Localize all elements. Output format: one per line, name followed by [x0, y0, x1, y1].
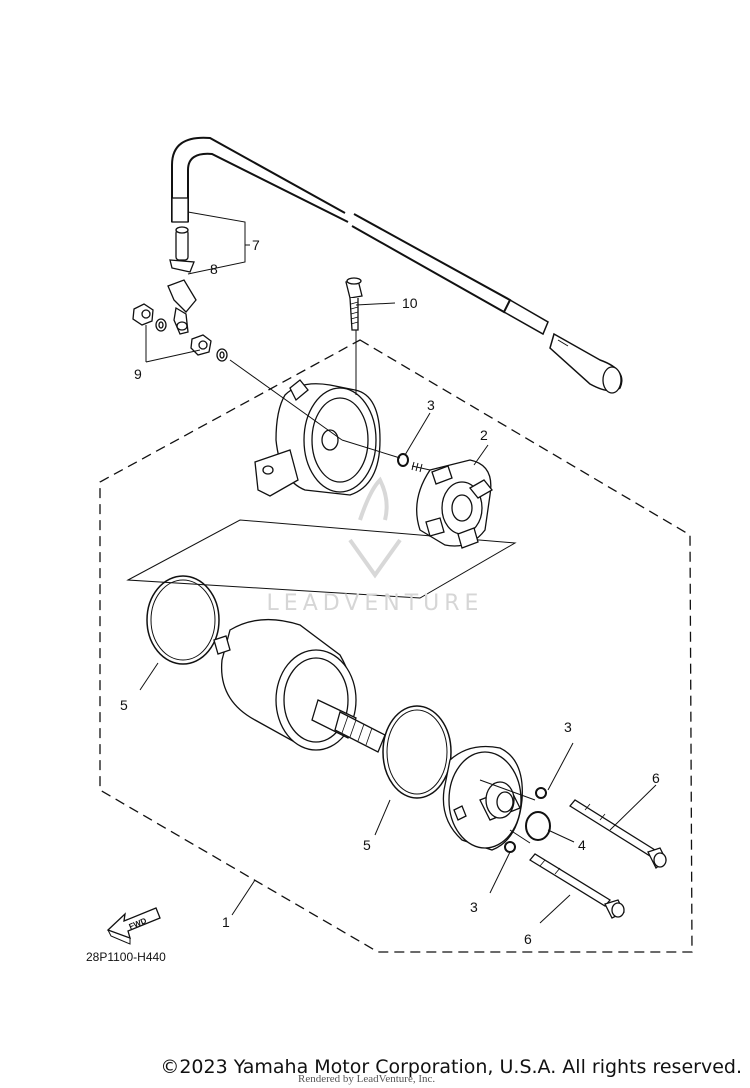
- o-ring-medium: [525, 811, 551, 841]
- nut-washer-set: [132, 303, 228, 362]
- starter-cable: [171, 136, 623, 394]
- brush-holder: [411, 459, 493, 549]
- o-ring-small-lower: [504, 841, 516, 853]
- callout-8: 8: [210, 261, 218, 277]
- leader-lines: [139, 211, 657, 924]
- callout-7: 7: [252, 237, 260, 253]
- o-ring-large-2: [382, 705, 452, 799]
- copyright-notice: ©2023 Yamaha Motor Corporation, U.S.A. A…: [160, 1056, 742, 1078]
- motor-yoke: [213, 618, 386, 753]
- callout-5-upper: 5: [120, 697, 128, 713]
- long-bolt-upper: [569, 799, 667, 870]
- fwd-arrow-icon: [106, 907, 161, 945]
- callout-2: 2: [480, 427, 488, 443]
- callout-9: 9: [134, 366, 142, 382]
- callout-3-lower: 3: [470, 899, 478, 915]
- front-bracket: [442, 745, 523, 851]
- o-ring-upper: [397, 453, 409, 467]
- callout-1: 1: [222, 914, 230, 930]
- callout-6-upper: 6: [652, 770, 660, 786]
- rear-cover: [254, 379, 381, 497]
- watermark-text: LEADVENTURE: [267, 591, 484, 616]
- callout-3-upper: 3: [427, 397, 435, 413]
- callout-5-lower: 5: [363, 837, 371, 853]
- bolt-10: [345, 277, 363, 331]
- o-ring-small-right: [535, 787, 547, 799]
- assembly-boundary: [99, 339, 693, 953]
- callout-6-lower: 6: [524, 931, 532, 947]
- callout-4: 4: [578, 837, 586, 853]
- rendered-by-notice: Rendered by LeadVenture, Inc.: [298, 1073, 436, 1085]
- o-ring-large-1: [146, 575, 220, 665]
- leadventure-watermark: [348, 476, 402, 579]
- callout-3-right: 3: [564, 719, 572, 735]
- cable-terminal: [167, 226, 197, 335]
- callout-10: 10: [402, 295, 418, 311]
- inner-box: [126, 519, 517, 599]
- long-bolt-lower: [529, 853, 625, 919]
- figure-code: 28P1100-H440: [86, 950, 166, 964]
